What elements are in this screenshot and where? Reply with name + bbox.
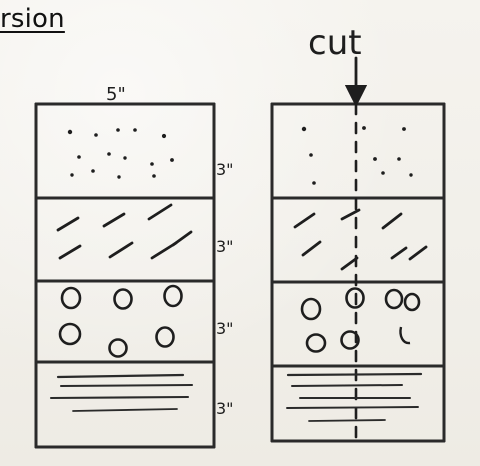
layer-3-height-label: 3" [216, 319, 234, 338]
right-layer-2-texture [293, 208, 428, 271]
right-layer-4-texture [286, 372, 423, 422]
right-layer-column [270, 102, 446, 443]
left-layer-1-texture [67, 128, 174, 179]
width-label: 5" [106, 84, 126, 105]
cut-label: cut [308, 23, 362, 63]
layer-1-height-label: 3" [216, 160, 234, 179]
left-layer-4-texture [49, 373, 194, 412]
left-layer-2-texture [56, 203, 193, 260]
title-fragment: rsion [0, 4, 65, 34]
left-layer-3-texture [58, 284, 183, 358]
left-layer-column [34, 102, 216, 449]
right-layer-3-texture [300, 287, 421, 353]
right-layer-1-texture [301, 126, 413, 185]
layer-2-height-label: 3" [216, 237, 234, 256]
layer-4-height-label: 3" [216, 399, 234, 418]
